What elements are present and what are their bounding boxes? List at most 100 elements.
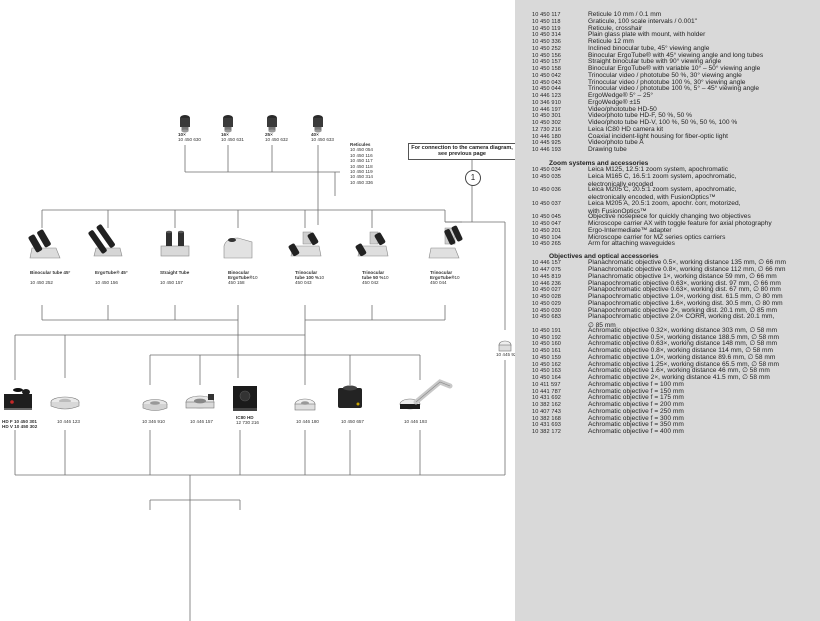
catalog-code: 10 450 118 (532, 18, 561, 25)
catalog-code: 10 450 119 (532, 25, 561, 32)
diagram-graphics (4, 115, 512, 621)
catalog-code: 10 450 683 (532, 314, 561, 321)
catalog-description-continued: electronically encoded (588, 180, 654, 188)
accessory-icons (142, 379, 453, 411)
drawing-tube-icon (498, 340, 512, 352)
catalog-description: Binocular ErgoTube® with variable 10° – … (588, 65, 761, 72)
catalog-code: 10 450 042 (532, 72, 561, 79)
catalog-description: Microscope carrier for MZ series optics … (588, 233, 726, 241)
catalog-code: 10 450 252 (532, 45, 561, 52)
catalog-code: 10 450 029 (532, 300, 561, 307)
catalog-code: 10 450 156 (532, 52, 561, 59)
catalog-code: 10 450 117 (532, 12, 561, 18)
catalog-description: Drawing tube (588, 146, 627, 153)
catalog-row: 10 445 819 Planachromatic objective 1×, w… (532, 272, 777, 281)
catalog-description: Reticule 10 mm / 0.1 mm (588, 11, 662, 18)
catalog-description: Achromatic objective f = 300 mm (588, 414, 684, 422)
catalog-code: 10 445 925 (532, 140, 561, 147)
catalog-code: 10 431 692 (532, 395, 561, 402)
catalog-row: 10 407 743 Achromatic objective f = 250 m… (532, 407, 684, 416)
accessory-label: 10 450 657 (341, 419, 364, 424)
eyepiece-label: 10×10 450 630 (178, 132, 201, 143)
catalog-code: 10 446 236 (532, 280, 561, 287)
accessory-diagram: 10×10 450 630 16×10 450 631 25×10 450 63… (2, 115, 519, 621)
catalog-code: 10 407 743 (532, 408, 561, 415)
catalog-description-continued: ∅ 85 mm (588, 322, 616, 330)
catalog-description: Achromatic objective f = 250 mm (588, 407, 684, 415)
catalog-code: 10 450 265 (532, 241, 561, 248)
catalog-code: 10 450 157 (532, 59, 561, 66)
accessory-label: 10 446 180 (296, 419, 319, 424)
catalog-code: 10 450 028 (532, 294, 561, 301)
catalog-code: 10 450 044 (532, 86, 561, 93)
catalog-row: 10 382 172 Achromatic objective f = 400 m… (532, 428, 684, 436)
catalog-code: 10 450 301 (532, 113, 561, 120)
catalog-description: Achromatic objective f = 200 mm (588, 401, 684, 409)
catalog-description: Straight binocular tube with 90° viewing… (588, 58, 722, 66)
eyepiece-label: 16×10 450 631 (221, 132, 244, 143)
catalog-code: 10 450 201 (532, 227, 561, 234)
catalog-description: Trinocular video / phototube 100 %, 5° –… (588, 85, 760, 93)
catalog-code: 10 346 910 (532, 99, 561, 106)
reference-marker: 1 (465, 170, 481, 186)
catalog-description-continued: with FusionOptics™ (588, 207, 647, 215)
catalog-row: 10 450 117 Reticule 10 mm / 0.1 mm (532, 11, 662, 19)
catalog-description: Trinocular video / phototube 100 %, 30° … (588, 78, 746, 86)
catalog-description: Planapochromatic objective 0.63×, workin… (588, 286, 781, 294)
catalog-description: Video/photo tube A (588, 139, 644, 147)
catalog-description: Arm for attaching waveguides (588, 240, 675, 248)
catalog-description: Achromatic objective 1.25×, working dist… (588, 360, 779, 368)
accessory-label: 10 346 910 (142, 419, 165, 424)
catalog-row: 10 450 044 Trinocular video / phototube 1… (532, 85, 760, 93)
catalog-description: Planapochromatic objective 2.0× CORR, wo… (588, 313, 775, 321)
catalog-code: 10 450 036 (532, 187, 561, 194)
catalog-code: 10 446 180 (532, 133, 561, 140)
drawing-tube-label: 10 445 925 (496, 352, 519, 357)
catalog-code: 10 450 047 (532, 221, 561, 228)
catalog-description: Achromatic objective f = 175 mm (588, 394, 684, 402)
catalog-description: Planapochromatic objective 2×, working d… (588, 306, 778, 314)
catalog-description: Reticule 12 mm (588, 38, 634, 45)
catalog-code: 10 445 819 (532, 273, 561, 280)
catalog-code: 10 450 037 (532, 200, 561, 207)
catalog-description: Inclined binocular tube, 45° viewing ang… (588, 44, 710, 52)
catalog-section-title: Zoom systems and accessories (549, 159, 649, 167)
catalog-description: Coaxial incident-light housing for fiber… (588, 132, 729, 140)
tube-label: Trinocular tube 50 %10 450 042 (362, 270, 389, 286)
hd-tube-icon (4, 388, 32, 410)
catalog-description: Planapochromatic objective 1.6×, working… (588, 299, 783, 307)
catalog-description: Achromatic objective f = 400 mm (588, 428, 684, 436)
catalog-description: Planapochromatic objective 1.0×, working… (588, 293, 783, 301)
catalog-code: 10 450 034 (532, 167, 561, 174)
catalog-row: 10 450 028 Planapochromatic objective 1.0… (532, 293, 783, 301)
catalog-row: 10 450 683 Planapochromatic objective 2.0… (532, 314, 774, 321)
catalog-code: 10 382 172 (532, 429, 561, 436)
catalog-code: 10 450 030 (532, 307, 561, 314)
catalog-description-continued: electronically encoded, with FusionOptic… (588, 194, 716, 202)
catalog-description: Planachromatic objective 1×, working dis… (588, 272, 777, 280)
